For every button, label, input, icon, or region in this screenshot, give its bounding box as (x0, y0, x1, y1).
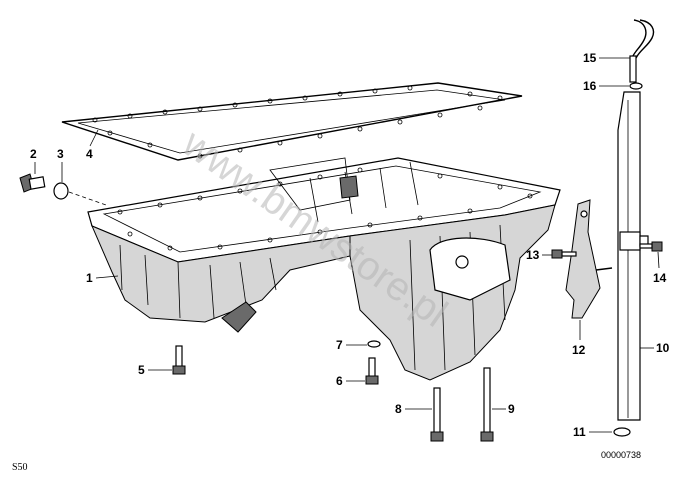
callout-2: 2 (30, 147, 37, 174)
drain-plug (19, 173, 46, 193)
svg-text:13: 13 (526, 248, 540, 262)
callout-9: 9 (492, 402, 515, 416)
svg-text:14: 14 (653, 271, 667, 285)
svg-text:5: 5 (138, 363, 145, 377)
callout-6: 6 (336, 374, 365, 388)
dipstick-o-ring (629, 82, 643, 90)
callout-16: 16 (583, 79, 629, 93)
pan-bolt-medium (365, 357, 379, 385)
dipstick (629, 19, 655, 83)
oil-pan (87, 157, 561, 381)
svg-text:2: 2 (30, 147, 37, 161)
callout-13: 13 (526, 248, 552, 262)
drawing-number: 00000738 (601, 450, 641, 460)
callout-1: 1 (86, 271, 119, 285)
callout-8: 8 (395, 402, 432, 416)
svg-text:16: 16 (583, 79, 597, 93)
callout-15: 15 (583, 51, 630, 65)
svg-text:3: 3 (57, 147, 64, 161)
svg-text:1: 1 (86, 271, 93, 285)
tube-sealing-ring (613, 427, 631, 437)
svg-text:10: 10 (656, 341, 670, 355)
pan-bolt-short (172, 345, 186, 375)
tube-mounting-bolt (639, 241, 663, 252)
svg-text:12: 12 (572, 343, 586, 357)
drain-plug-seal-ring (53, 182, 69, 200)
svg-text:4: 4 (86, 147, 93, 161)
svg-text:7: 7 (336, 338, 343, 352)
callout-12: 12 (572, 320, 586, 357)
callout-7: 7 (336, 338, 367, 352)
section-code: S50 (12, 462, 28, 473)
washer (367, 340, 381, 348)
callout-10: 10 (640, 341, 670, 355)
dipstick-guide-tube (617, 91, 649, 421)
callout-5: 5 (138, 363, 172, 377)
svg-text:9: 9 (508, 402, 515, 416)
callout-11: 11 (573, 425, 612, 439)
oil-pan-gasket (61, 82, 523, 161)
callout-3: 3 (57, 147, 64, 182)
pan-bolt-extra-long (480, 367, 494, 442)
svg-text:8: 8 (395, 402, 402, 416)
svg-text:11: 11 (573, 425, 586, 439)
callout-4: 4 (86, 129, 99, 161)
svg-text:15: 15 (583, 51, 597, 65)
pan-bolt-long (430, 387, 444, 442)
dipstick-bracket (565, 199, 613, 319)
svg-text:6: 6 (336, 374, 343, 388)
callout-14: 14 (653, 251, 667, 285)
bracket-bolt (551, 249, 577, 259)
